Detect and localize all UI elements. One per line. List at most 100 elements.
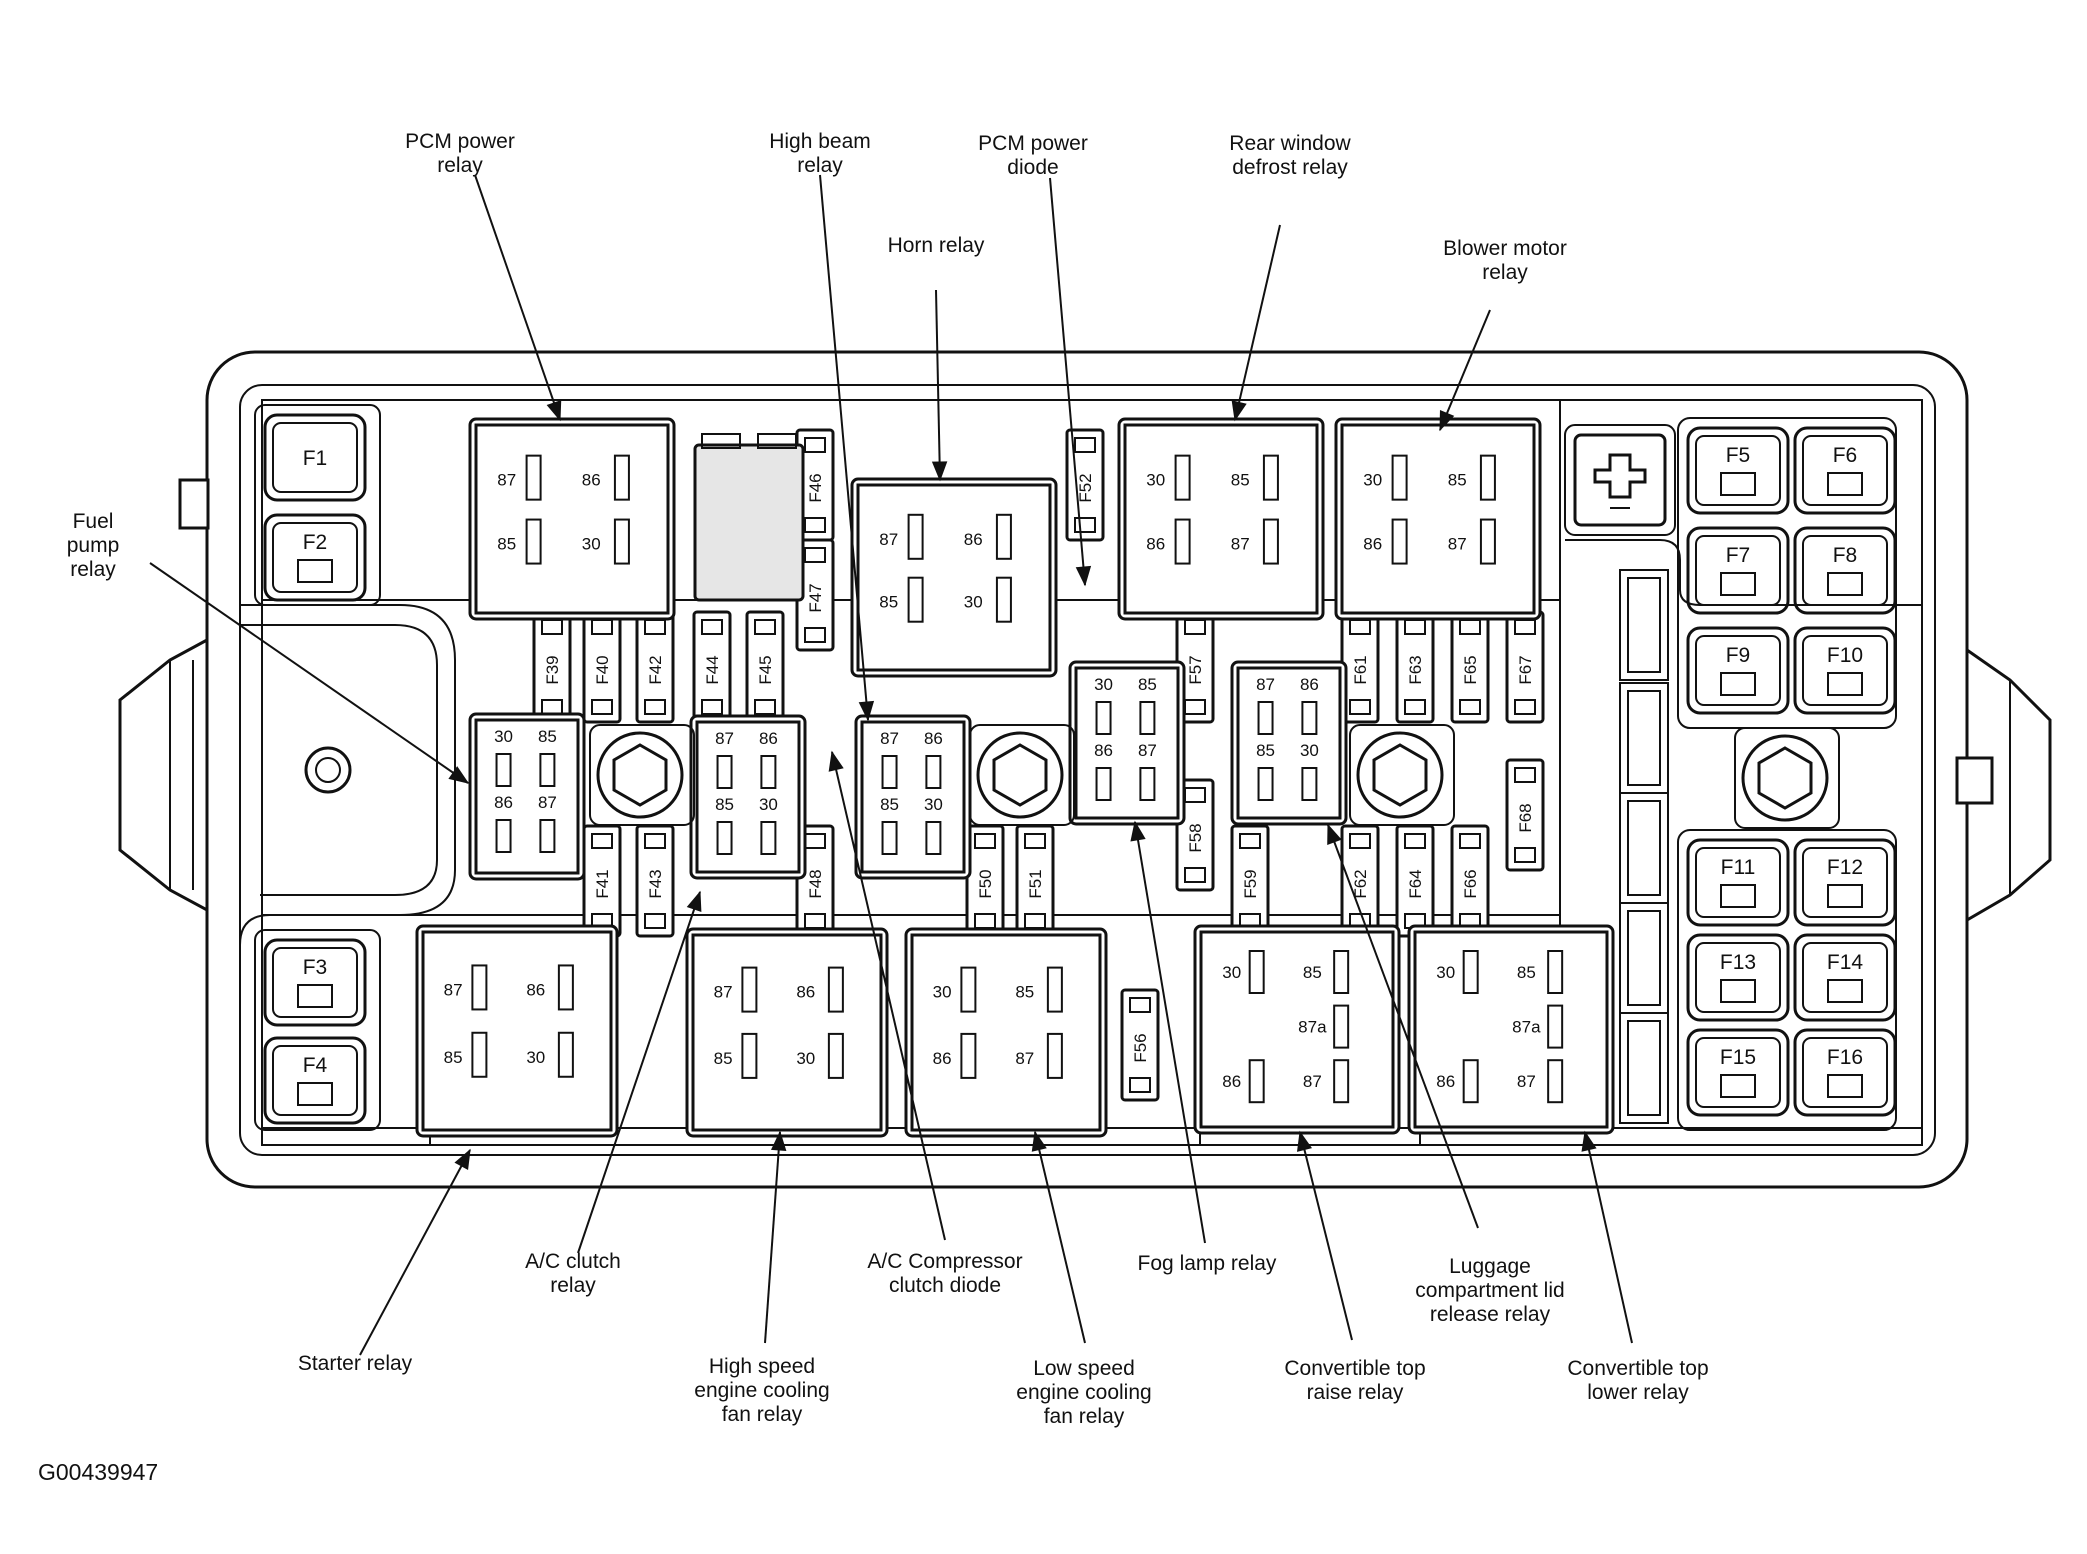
- bolt-terminal: [969, 724, 1075, 826]
- relay-pin-label: 87: [715, 729, 734, 748]
- relay-pin-label: 86: [759, 729, 778, 748]
- leader-arrow: [1581, 1130, 1633, 1344]
- fuse-label: F50: [976, 869, 995, 898]
- fuse-label: F9: [1726, 644, 1751, 667]
- leader-arrow: [1049, 177, 1092, 587]
- mini-fuse-f45: F45: [745, 610, 785, 724]
- fuse-label: F15: [1720, 1046, 1756, 1069]
- leader-arrow: [1439, 309, 1491, 432]
- relay-pin-label: 30: [924, 795, 943, 814]
- bolt-terminal: [1349, 724, 1455, 826]
- fuse-label: F41: [593, 869, 612, 898]
- fuse-label: F47: [806, 583, 825, 612]
- leader-lines: [149, 174, 1633, 1356]
- leader-arrow: [931, 289, 948, 482]
- fuse-label: F8: [1833, 544, 1858, 567]
- label-horn-relay: Horn relay: [888, 234, 985, 257]
- relay-pin-label: 87: [880, 729, 899, 748]
- maxi-fuse-f3: F3: [263, 938, 367, 1027]
- fuse-label: F12: [1827, 856, 1863, 879]
- relay-pin-label: 86: [582, 471, 601, 490]
- maxi-fuse-f8: F8: [1793, 526, 1897, 615]
- label-starter-relay: Starter relay: [298, 1352, 413, 1375]
- relay-pin-label: 30: [526, 1048, 545, 1067]
- relay-pin-label: 30: [582, 535, 601, 554]
- figure-id: G00439947: [38, 1459, 158, 1485]
- relay-pin-label: 86: [526, 980, 545, 999]
- mini-fuse-f50: F50: [965, 824, 1005, 938]
- relay-pin-label: 30: [1146, 471, 1165, 490]
- left-cutout: [239, 604, 456, 946]
- relay-pin-label: 87: [879, 530, 898, 549]
- relay-pin-label: 85: [1231, 471, 1250, 490]
- relay-pin-label: 85: [538, 727, 557, 746]
- unused-fuse-slot: [693, 433, 805, 602]
- fuse-label: F44: [703, 655, 722, 684]
- maxi-fuse-f4: F4: [263, 1036, 367, 1125]
- bolt-terminal: [1734, 727, 1840, 829]
- mini-fuse-f67: F67: [1505, 610, 1545, 724]
- fuse-label: F7: [1726, 544, 1751, 567]
- leader-arrow: [474, 174, 562, 422]
- fuse-label: F13: [1720, 951, 1756, 974]
- maxi-fuse-f14: F14: [1793, 933, 1897, 1022]
- fuse-label: F59: [1241, 869, 1260, 898]
- fuse-label: F39: [543, 655, 562, 684]
- mini-fuse-f41: F41: [582, 824, 622, 938]
- fuse-label: F62: [1351, 869, 1370, 898]
- fuse-label: F58: [1186, 823, 1205, 852]
- relay-pin-label: 85: [497, 535, 516, 554]
- relay-pin-label: 86: [1436, 1072, 1455, 1091]
- relay-pin-label: 85: [879, 593, 898, 612]
- label-fog-lamp-relay: Fog lamp relay: [1138, 1252, 1277, 1275]
- leader-arrow: [149, 562, 470, 784]
- relay-pin-label: 30: [1222, 963, 1241, 982]
- relay-pin-label: 86: [924, 729, 943, 748]
- relay-pin-label: 86: [1094, 741, 1113, 760]
- mounting-stud: [304, 746, 352, 794]
- fuse-label: F63: [1406, 655, 1425, 684]
- fuse-label: F51: [1026, 869, 1045, 898]
- mini-fuse-f68: F68: [1505, 758, 1545, 872]
- relay-pin-label: 87: [444, 980, 463, 999]
- mini-fuse-f44: F44: [692, 610, 732, 724]
- maxi-fuse-f7: F7: [1686, 526, 1790, 615]
- fuse-label: F43: [646, 869, 665, 898]
- fuse-label: F10: [1827, 644, 1863, 667]
- relay-pin-label: 30: [933, 983, 952, 1002]
- relay-pin-label: 85: [1517, 963, 1536, 982]
- relay-pin-label: 86: [494, 793, 513, 812]
- fuse-label: F11: [1721, 856, 1756, 879]
- relay-pin-label: 85: [444, 1048, 463, 1067]
- relay-pin-label: 85: [880, 795, 899, 814]
- bolt-terminal: [589, 724, 695, 826]
- relay-pin-label: 30: [796, 1049, 815, 1068]
- relay-pin-label: 30: [1436, 963, 1455, 982]
- fuse-label: F68: [1516, 803, 1535, 832]
- relay-pin-label: 85: [1015, 983, 1034, 1002]
- relay-pin-label: 86: [796, 983, 815, 1002]
- leader-arrow: [1031, 1130, 1086, 1344]
- maxi-fuse-f1: F1: [263, 413, 367, 502]
- fuse-label: F1: [303, 447, 328, 470]
- leader-arrow: [764, 1130, 787, 1344]
- fuse-label: F67: [1516, 655, 1535, 684]
- fuse-label: F52: [1076, 473, 1095, 502]
- relay-pin-label: 87: [1015, 1049, 1034, 1068]
- relay-pin-label: 87: [1231, 535, 1250, 554]
- mini-fuse-f63: F63: [1395, 610, 1435, 724]
